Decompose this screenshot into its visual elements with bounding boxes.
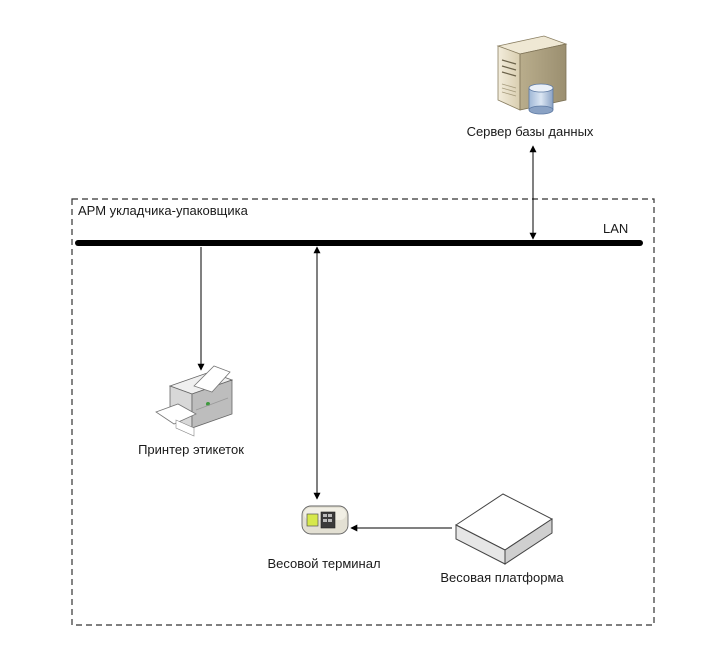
weighing-platform-icon [455, 493, 553, 565]
weight-platform-label: Весовая платформа [440, 570, 564, 585]
lan-label: LAN [603, 221, 628, 236]
workstation-group-boundary [71, 198, 655, 626]
printer-icon [155, 365, 234, 437]
database-server-icon [496, 35, 568, 115]
weight-terminal-label: Весовой терминал [267, 556, 380, 571]
label-printer-label: Принтер этикеток [138, 442, 244, 457]
weighing-terminal-icon [301, 505, 349, 535]
workstation-group-label: АРМ укладчика-упаковщика [78, 203, 249, 218]
db-server-label: Сервер базы данных [467, 124, 594, 139]
